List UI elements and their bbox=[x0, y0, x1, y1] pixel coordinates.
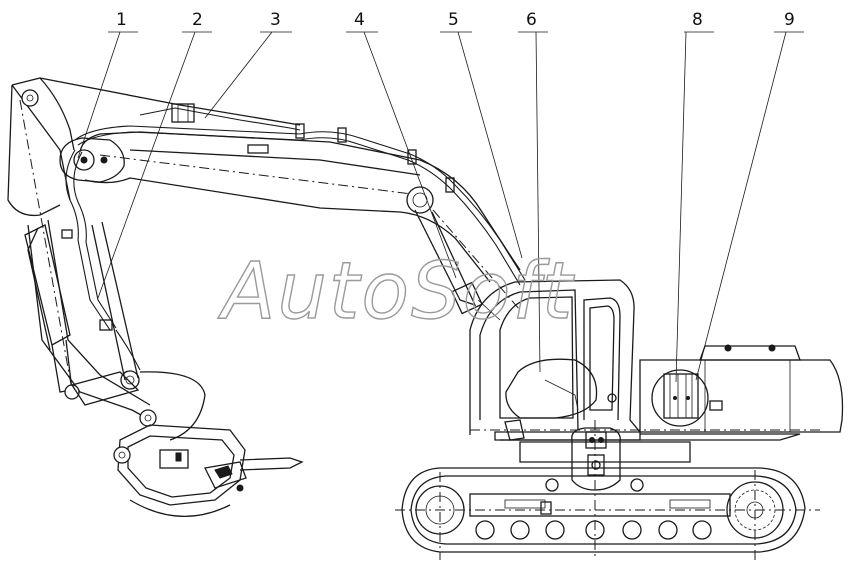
callout-1: 1 bbox=[116, 10, 127, 30]
track-roller bbox=[545, 520, 565, 540]
operator-seat bbox=[505, 358, 598, 419]
control-valve-block bbox=[651, 369, 709, 427]
breaker-chisel bbox=[239, 457, 304, 471]
track-roller bbox=[475, 520, 495, 540]
track-roller bbox=[658, 520, 678, 540]
upper-structure bbox=[470, 344, 844, 463]
track-roller bbox=[622, 520, 642, 540]
track-assembly bbox=[395, 420, 820, 560]
counterweight bbox=[639, 359, 844, 433]
callout-labels: 1 2 3 4 5 6 8 9 bbox=[116, 10, 795, 30]
callout-8: 8 bbox=[692, 10, 703, 30]
callout-4: 4 bbox=[354, 10, 365, 30]
watermark-text: AutoSoft bbox=[217, 247, 575, 337]
track-roller bbox=[510, 520, 530, 540]
arm-cylinder bbox=[24, 224, 140, 406]
track-roller bbox=[692, 520, 712, 540]
access-panel bbox=[709, 400, 723, 411]
cab-window-side bbox=[583, 297, 621, 421]
pipe-clamp bbox=[171, 103, 195, 123]
linkage-pin bbox=[120, 370, 140, 390]
engine-hood bbox=[699, 345, 801, 361]
callout-6: 6 bbox=[526, 10, 537, 30]
callout-9: 9 bbox=[784, 10, 795, 30]
bucket-cylinder bbox=[91, 221, 206, 441]
callout-3: 3 bbox=[270, 10, 281, 30]
callout-2: 2 bbox=[192, 10, 203, 30]
boom-foot-pin bbox=[406, 186, 434, 214]
center-swivel-joint bbox=[571, 427, 621, 491]
leader-lines bbox=[77, 31, 804, 383]
breaker-piping bbox=[61, 103, 526, 371]
arm-top-pin bbox=[21, 89, 39, 107]
breaker-valve bbox=[159, 449, 189, 469]
callout-5: 5 bbox=[448, 10, 459, 30]
hydraulic-breaker bbox=[113, 424, 304, 518]
boom-cylinder bbox=[414, 209, 501, 321]
